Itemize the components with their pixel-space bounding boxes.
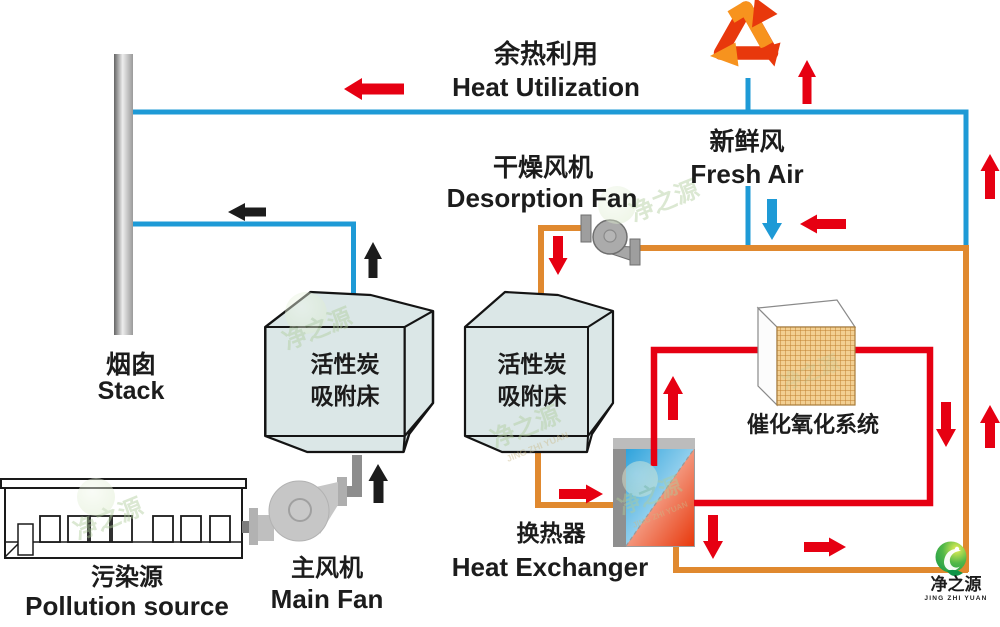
watermark-leaf-icon bbox=[77, 186, 658, 516]
flow-arrow-up-right-top bbox=[980, 154, 1000, 199]
label-desorption-fan-en: Desorption Fan bbox=[446, 183, 638, 213]
label-heat-utilization-en: Heat Utilization bbox=[452, 72, 640, 102]
flow-arrow-down-catalytic-right bbox=[936, 402, 956, 447]
main-fan-hub bbox=[288, 498, 312, 522]
label-bed1-line1: 活性炭 bbox=[310, 351, 380, 377]
desorption-fan-hub bbox=[603, 229, 617, 243]
label-stack-en: Stack bbox=[97, 377, 165, 405]
building-windows bbox=[39, 515, 231, 543]
pipe-stack-exhaust-line bbox=[133, 109, 969, 246]
flow-arrow-left-heat-utilization bbox=[344, 78, 404, 100]
label-brand-cn: 净之源 bbox=[930, 575, 982, 594]
label-fresh-air-cn: 新鲜风 bbox=[709, 128, 785, 156]
pipe-bed2-to-exchanger bbox=[535, 430, 618, 508]
main-fan-unit bbox=[242, 480, 338, 545]
label-bed1-line2: 吸附床 bbox=[310, 383, 380, 409]
flow-arrow-up-right-bottom bbox=[980, 405, 1000, 448]
label-pollution-source-cn: 污染源 bbox=[91, 564, 163, 591]
label-main-fan-en: Main Fan bbox=[270, 584, 384, 614]
label-catalytic-oxidation: 催化氧化系统 bbox=[746, 412, 880, 437]
brand-logo-icon bbox=[935, 541, 967, 577]
label-main-fan-cn: 主风机 bbox=[291, 555, 363, 582]
label-desorption-fan-cn: 干燥风机 bbox=[492, 154, 594, 182]
flow-arrow-up-recycle bbox=[798, 60, 816, 104]
label-bed2-line1: 活性炭 bbox=[497, 351, 567, 377]
label-heat-exchanger-en: Heat Exchanger bbox=[451, 552, 649, 582]
label-stack-cn: 烟囱 bbox=[105, 351, 157, 379]
flow-arrow-down-into-bed2 bbox=[548, 236, 568, 275]
flow-arrow-right-into-exchanger bbox=[559, 484, 603, 504]
pipe-catalytic-loop bbox=[650, 346, 934, 507]
pipes-blue bbox=[133, 78, 969, 300]
adsorption-bed-2 bbox=[463, 290, 615, 454]
recycle-icon bbox=[710, 0, 781, 67]
pipe-desorption-bottom bbox=[673, 510, 968, 573]
label-bed2-line2: 吸附床 bbox=[497, 383, 567, 409]
bed1-outlet-duct bbox=[337, 455, 362, 506]
label-pollution-source-en: Pollution source bbox=[25, 591, 229, 621]
label-heat-utilization-cn: 余热利用 bbox=[493, 39, 599, 69]
flow-arrow-down-after-exchanger bbox=[703, 515, 723, 559]
flow-arrow-right-bottom bbox=[804, 537, 846, 557]
flow-arrow-up-catalytic-left bbox=[663, 376, 683, 420]
label-fresh-air-en: Fresh Air bbox=[690, 159, 804, 189]
flow-arrow-up-bed1-outlet bbox=[364, 242, 382, 278]
watermarks: 净之源 净之源 净之源 JING ZHI YUAN 净之源 JING ZHI Y… bbox=[70, 175, 843, 546]
pipe-fan-to-bed2 bbox=[538, 225, 585, 302]
flow-arrow-down-fresh-air bbox=[762, 199, 782, 240]
desorption-fan-unit bbox=[580, 214, 641, 266]
stack-pipe bbox=[114, 54, 133, 335]
pipe-bed1-to-stack bbox=[133, 221, 356, 300]
label-brand-en: JING ZHI YUAN bbox=[924, 595, 988, 602]
flow-arrow-up-main-fan bbox=[368, 464, 388, 503]
building-door bbox=[17, 523, 34, 556]
pollution-source-building bbox=[0, 478, 247, 559]
catalytic-oxidizer bbox=[756, 299, 857, 407]
flow-arrow-left-to-stack bbox=[228, 203, 266, 221]
label-heat-exchanger-cn: 换热器 bbox=[516, 520, 586, 546]
pipe-desorption-top-right bbox=[639, 245, 969, 572]
flow-arrows bbox=[228, 60, 1000, 559]
flow-arrow-left-desorption-top bbox=[800, 214, 846, 234]
